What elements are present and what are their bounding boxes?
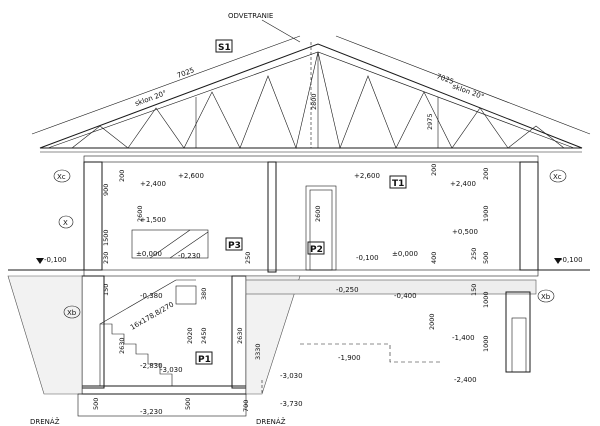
dim-500-b: 500 <box>92 398 100 410</box>
dim-200-a: 200 <box>118 170 126 182</box>
level-right-ground: -0,100 <box>560 256 583 264</box>
dim-230: 230 <box>102 252 110 264</box>
rafter-dim-right: 7025 <box>435 72 454 86</box>
dim-2020: 2020 <box>186 327 194 344</box>
dim-250-a: 250 <box>244 252 252 264</box>
level-0400: -0,400 <box>394 292 417 300</box>
level-3030-out: -3,030 <box>280 372 303 380</box>
tag-t1: T1 <box>392 179 404 189</box>
level-marks: -0,100 -0,100 ±0,000 ±0,000 +2,600 +2,60… <box>36 172 583 416</box>
dim-1000-a: 1000 <box>482 291 490 308</box>
level-zero-right: ±0,000 <box>392 250 418 258</box>
dim-500-c: 500 <box>184 398 192 410</box>
dim-2975: 2975 <box>426 113 434 130</box>
level-3730: -3,730 <box>280 400 303 408</box>
level-2600-left: +2,600 <box>178 172 204 180</box>
dim-200-b: 200 <box>482 168 490 180</box>
axis-xc-left: Xc <box>57 173 66 181</box>
level-2400-left: +2,400 <box>140 180 166 188</box>
dim-1500: 1500 <box>102 229 110 246</box>
level-2400: -2,400 <box>454 376 477 384</box>
level-1900: -1,900 <box>338 354 361 362</box>
level-2600-center: +2,600 <box>354 172 380 180</box>
level-2400-right: +2,400 <box>450 180 476 188</box>
dim-2450: 2450 <box>200 327 208 344</box>
drain-right: DRENÁŽ <box>256 417 286 426</box>
axis-xb-left: Xb <box>67 309 77 317</box>
level-left-ground: -0,100 <box>44 256 67 264</box>
axis-xb-right: Xb <box>541 293 551 301</box>
drain-left: DRENÁŽ <box>30 417 60 426</box>
dim-150-a: 150 <box>102 284 110 296</box>
dim-200-c: 200 <box>430 164 438 176</box>
dim-250-b: 250 <box>470 248 478 260</box>
level-2830: -2,830 <box>140 362 163 370</box>
roof-truss <box>31 35 591 153</box>
level-zero-left: ±0,000 <box>136 250 162 258</box>
dim-700: 700 <box>242 400 250 412</box>
walls <box>83 155 539 277</box>
dim-1000-b: 1000 <box>482 335 490 352</box>
level-1400: -1,400 <box>452 334 475 342</box>
level-0380: -0,380 <box>140 292 163 300</box>
level-3230: -3,230 <box>140 408 163 416</box>
level-0250: -0,250 <box>336 286 359 294</box>
stair-label: 16x178,8/270 <box>129 300 175 331</box>
dim-2600-left: 2600 <box>136 205 144 222</box>
tag-s1: S1 <box>218 43 231 53</box>
axis-xc-right: Xc <box>553 173 562 181</box>
dim-380: 380 <box>200 288 208 300</box>
dim-3330: 3330 <box>254 343 262 360</box>
level-3030: -3,030 <box>160 366 183 374</box>
vent-label: ODVETRANIE <box>228 12 273 20</box>
dim-2630-a: 2630 <box>118 337 126 354</box>
dim-150-b: 150 <box>470 284 478 296</box>
slope-left: sklon 20° <box>134 89 168 108</box>
level-0500: +0,500 <box>452 228 478 236</box>
dim-2600-center: 2600 <box>314 205 322 222</box>
tag-p2: P2 <box>310 245 323 255</box>
dim-2630-b: 2630 <box>236 327 244 344</box>
dim-1900: 1900 <box>482 205 490 222</box>
level-0230: -0,230 <box>178 252 201 260</box>
level-1500: +1,500 <box>140 216 166 224</box>
dim-400: 400 <box>430 252 438 264</box>
dim-2000: 2000 <box>428 313 436 330</box>
dim-500-a: 500 <box>482 252 490 264</box>
tag-p1: P1 <box>198 355 211 365</box>
level-0100-center: -0,100 <box>356 254 379 262</box>
axis-x: X <box>63 219 68 227</box>
terrain <box>7 269 590 417</box>
dim-900: 900 <box>102 184 110 196</box>
tag-p3: P3 <box>228 241 241 251</box>
dim-2800: 2800 <box>310 93 318 110</box>
